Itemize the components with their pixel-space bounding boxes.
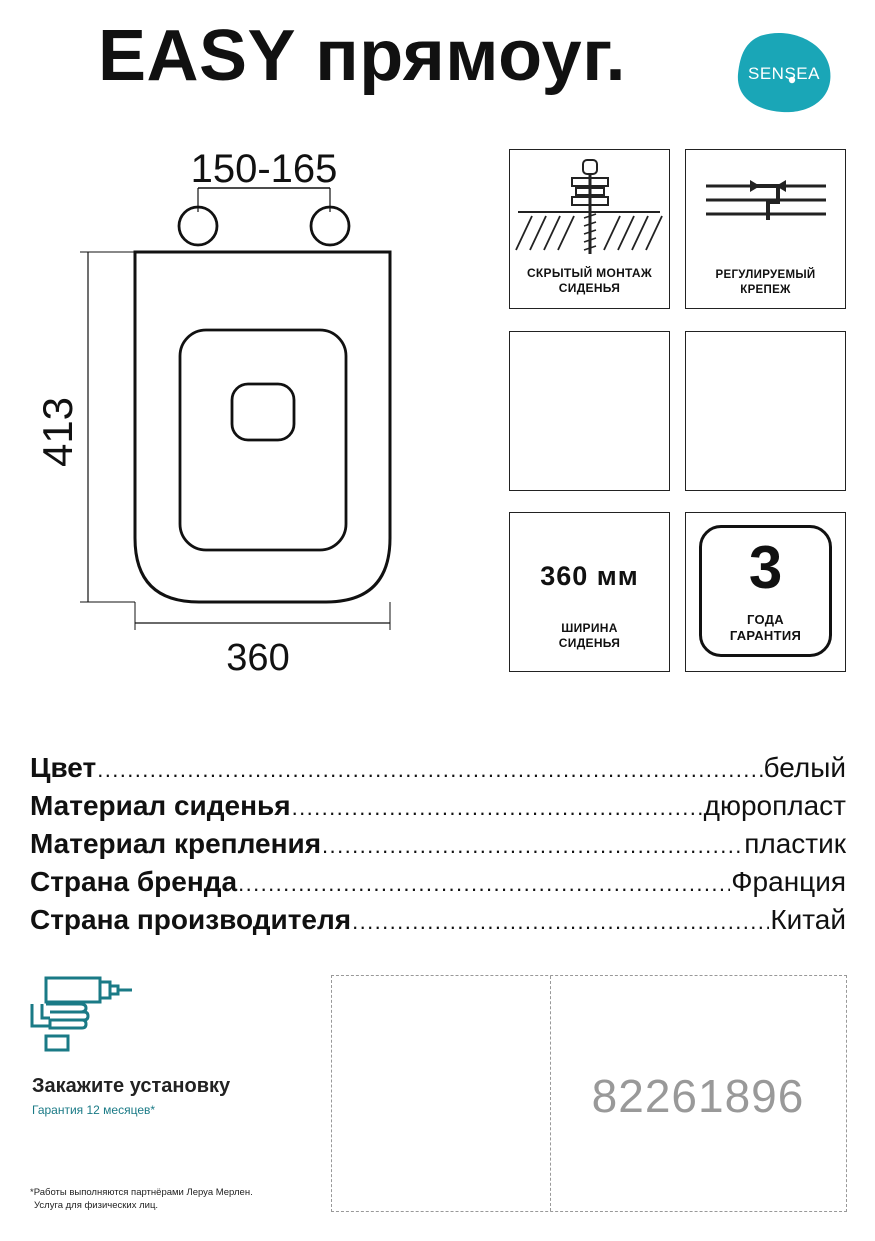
feature-adjustable-line1: РЕГУЛИРУЕМЫЙ [715, 269, 816, 281]
install-note: *Работы выполняются партнёрами Леруа Мер… [30, 1186, 330, 1212]
warranty-years: 3 [748, 534, 783, 601]
spec-row-seat-material: Материал сиденья дюропласт [30, 788, 846, 826]
feature-hidden-mount-line1: СКРЫТЫЙ МОНТАЖ [526, 266, 653, 280]
seat-width-line1: ШИРИНА [561, 621, 618, 635]
feature-empty-right [685, 331, 846, 491]
price-label-box: 82261896 [331, 975, 847, 1212]
seat-width-value: 360 мм [540, 561, 639, 591]
spec-row-color: Цвет белый [30, 750, 846, 788]
hole-spacing-label: 150-165 [191, 147, 338, 191]
spec-label: Материал сиденья [30, 790, 291, 821]
article-number: 82261896 [591, 1070, 805, 1122]
feature-adjustable-line2: КРЕПЕЖ [740, 284, 791, 296]
warranty-line2: ГАРАНТИЯ [729, 628, 802, 643]
hinge-hole-right [309, 205, 351, 247]
spec-leader [97, 752, 762, 788]
spec-label: Страна производителя [30, 904, 352, 935]
install-note-line2: Услуга для физических лиц. [34, 1200, 159, 1211]
width-label: 360 [226, 637, 289, 679]
spec-leader [238, 866, 730, 902]
label-divider [550, 976, 551, 1211]
spec-row-fixing-material: Материал крепления пластик [30, 826, 846, 864]
length-label: 413 [34, 397, 81, 467]
spec-list: Цвет белый Материал сиденья дюропласт Ма… [30, 750, 846, 940]
spec-value: белый [763, 752, 846, 783]
feature-adjustable-fixing: РЕГУЛИРУЕМЫЙ КРЕПЕЖ [685, 149, 846, 309]
spec-leader [292, 790, 703, 826]
sensea-logo: SENSEA [730, 28, 838, 116]
spec-label: Страна бренда [30, 866, 238, 897]
install-note-line1: *Работы выполняются партнёрами Леруа Мер… [30, 1187, 253, 1198]
warranty-badge: 3 ГОДА ГАРАНТИЯ [699, 525, 832, 657]
spec-row-brand-country: Страна бренда Франция [30, 864, 846, 902]
spec-row-made-in: Страна производителя Китай [30, 902, 846, 940]
hidden-mount-icon [515, 159, 663, 254]
spec-label: Материал крепления [30, 828, 322, 859]
spec-leader [352, 904, 769, 940]
install-title: Закажите установку [32, 1075, 231, 1097]
spec-value: Франция [731, 866, 846, 897]
feature-warranty: 3 ГОДА ГАРАНТИЯ [685, 512, 846, 672]
spec-label: Цвет [30, 752, 97, 783]
adjustable-fixing-icon [706, 180, 826, 220]
seat-width-line2: СИДЕНЬЯ [558, 636, 621, 650]
feature-empty-left [509, 331, 670, 491]
spec-leader [322, 828, 743, 864]
install-service-block: Закажите установку Гарантия 12 месяцев* [22, 970, 322, 1117]
spec-value: дюропласт [703, 790, 846, 821]
spec-value: пластик [744, 828, 846, 859]
seat-technical-drawing: 150-165 413 360 [30, 140, 470, 700]
feature-hidden-mount-line2: СИДЕНЬЯ [558, 281, 621, 295]
hinge-hole-left [177, 205, 219, 247]
feature-seat-width: 360 мм ШИРИНА СИДЕНЬЯ [509, 512, 670, 672]
feature-hidden-mount: СКРЫТЫЙ МОНТАЖ СИДЕНЬЯ [509, 149, 670, 309]
spec-value: Китай [770, 904, 846, 935]
drill-hand-icon [30, 976, 132, 1052]
product-title: EASY прямоуг. [98, 16, 626, 96]
warranty-line1: ГОДА [747, 612, 784, 627]
svg-text:SENSEA: SENSEA [748, 64, 820, 83]
install-warranty: Гарантия 12 месяцев* [32, 1103, 156, 1117]
